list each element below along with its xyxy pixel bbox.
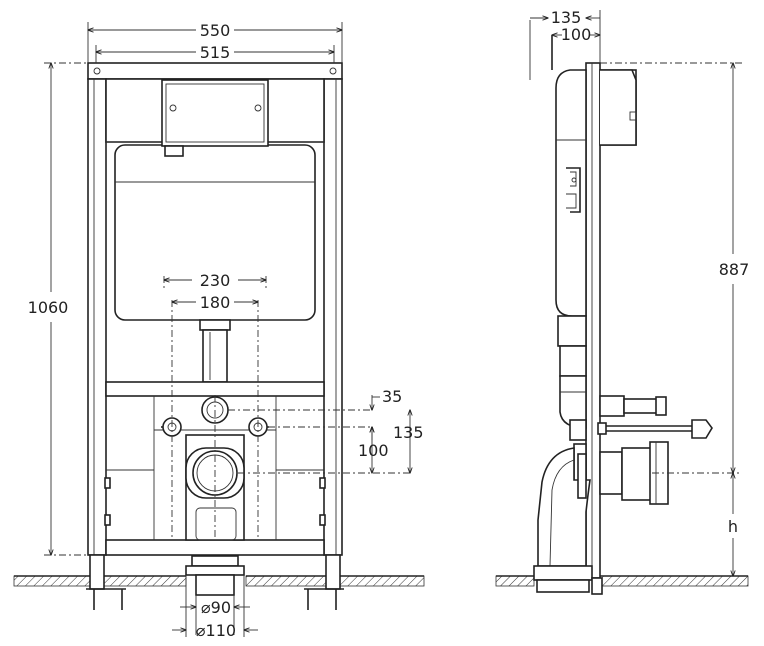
flush-pipe <box>199 319 231 383</box>
flush-plate <box>161 79 269 157</box>
drain-pipe <box>185 555 245 596</box>
dim-side-100-label: 100 <box>561 25 592 44</box>
dim-side-135-label: 135 <box>551 8 582 27</box>
dim-887: 887 <box>600 63 749 473</box>
dim-1060: 1060 <box>28 63 88 555</box>
dim-230-label: 230 <box>200 271 231 290</box>
dim-515-label: 515 <box>200 43 231 62</box>
dim-d90-label: ⌀90 <box>201 598 231 617</box>
frame-right-leg <box>323 78 343 556</box>
dim-550: 550 <box>88 21 342 63</box>
cross-rail-upper <box>105 381 325 397</box>
cross-rail-lower <box>105 539 325 556</box>
dim-515: 515 <box>96 43 334 63</box>
dim-h-label: h <box>728 517 738 536</box>
side-flush-pipe <box>557 315 587 429</box>
dim-35-label: 35 <box>382 387 402 406</box>
dim-side-100: 100 <box>552 25 600 44</box>
dim-135-front: 135 <box>393 410 424 473</box>
dim-135-front-label: 135 <box>393 423 424 442</box>
frame-feet <box>86 554 344 610</box>
dim-550-label: 550 <box>200 21 231 40</box>
center-lines <box>163 276 410 540</box>
dim-d110: ⌀110 <box>172 575 258 640</box>
dim-180-label: 180 <box>200 293 231 312</box>
side-fixing-rod <box>569 395 713 441</box>
dim-1060-label: 1060 <box>28 298 69 317</box>
side-cistern <box>555 69 637 317</box>
dim-d90: ⌀90 <box>180 595 250 635</box>
dim-230: 230 <box>164 271 266 290</box>
dim-100-front-label: 100 <box>358 441 389 460</box>
dim-100-front: 100 <box>358 427 389 473</box>
frame-left-leg <box>87 78 107 556</box>
side-view: 135 100 887 h <box>495 8 749 595</box>
dim-h: h <box>728 473 738 576</box>
front-view: 550 515 1060 230 180 <box>13 21 425 640</box>
side-drain-connector <box>577 441 669 505</box>
dim-d110-label: ⌀110 <box>196 621 236 640</box>
dim-180: 180 <box>172 293 258 312</box>
frame-top-bar <box>87 62 343 80</box>
dim-887-label: 887 <box>719 260 750 279</box>
